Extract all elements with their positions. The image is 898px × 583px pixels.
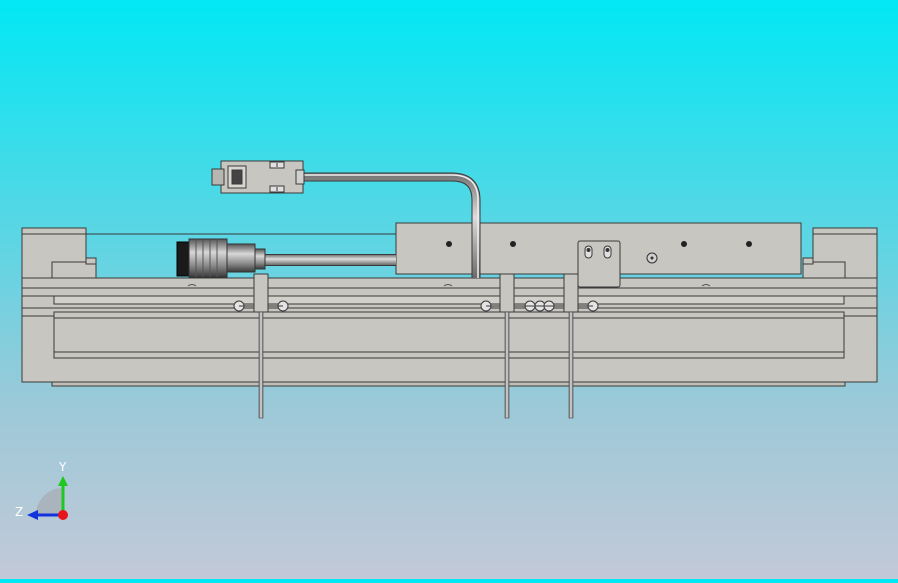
left-end-cap bbox=[21, 227, 97, 279]
x-axis-point bbox=[58, 510, 68, 520]
sensor-bracket bbox=[577, 240, 621, 288]
rail-body bbox=[21, 277, 878, 387]
sensor-rod-3 bbox=[563, 273, 579, 419]
motor-connector bbox=[176, 238, 266, 278]
encoder-cable bbox=[302, 172, 481, 278]
z-axis-label: Z bbox=[15, 505, 23, 519]
encoder-connector bbox=[211, 160, 305, 194]
y-axis-label: Y bbox=[58, 460, 67, 474]
rail-dimples bbox=[187, 284, 711, 287]
triad-quadrant bbox=[36, 488, 63, 515]
z-axis-arrowhead bbox=[27, 510, 38, 520]
motor-cable bbox=[264, 254, 396, 266]
coordinate-triad[interactable]: Y Z bbox=[15, 460, 68, 520]
rail-slots bbox=[233, 300, 599, 312]
sensor-rod-2 bbox=[499, 273, 515, 419]
right-end-cap bbox=[802, 227, 878, 279]
sensor-rod-1 bbox=[253, 273, 269, 419]
y-axis-arrowhead bbox=[58, 476, 68, 486]
